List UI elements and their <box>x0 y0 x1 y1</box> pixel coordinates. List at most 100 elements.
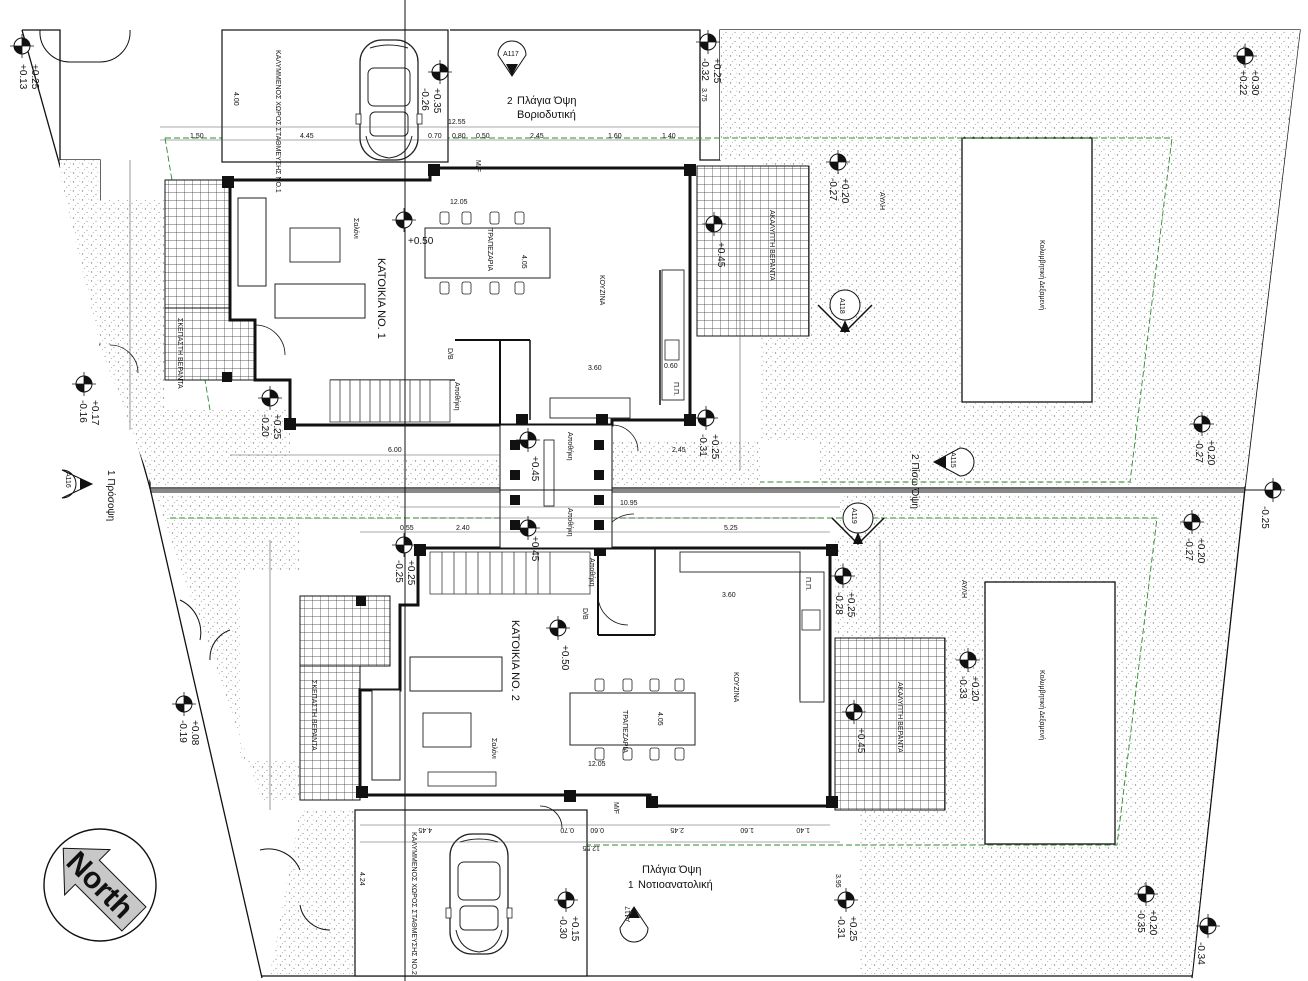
level-marker-10: +0.25-0.31 <box>693 405 720 460</box>
level-marker-19: +0.20-0.33 <box>955 647 981 702</box>
house-2 <box>299 513 946 829</box>
north-arrow: North <box>43 828 157 942</box>
svg-text:-0.31: -0.31 <box>697 434 708 457</box>
house-2-title: ΚΑΤΟΙΚΙΑ ΝΟ. 2 <box>509 620 521 701</box>
house-2-storage-b: Αποθήκη <box>588 558 595 587</box>
section-marker-a118: A118 <box>817 289 873 334</box>
level-marker-1: +0.25+0.13 <box>9 33 40 90</box>
level-marker-25: -0.34 <box>1195 913 1221 965</box>
house-1-salon: Σαλόνι <box>352 218 360 239</box>
svg-text:A118: A118 <box>838 298 845 314</box>
dim-side-2: 3.75 <box>700 88 707 102</box>
dim-top-6: 0.50 <box>476 133 490 140</box>
svg-text:+0.13: +0.13 <box>17 64 28 90</box>
svg-text:-0.27: -0.27 <box>1193 440 1204 463</box>
svg-text:+0.25: +0.25 <box>709 434 720 460</box>
house-1-dining: ΤΡΑΠΕΖΑΡΙΑ <box>486 228 493 271</box>
svg-text:-0.32: -0.32 <box>699 58 710 81</box>
svg-text:+0.25: +0.25 <box>405 560 416 586</box>
level-marker-6: +0.45 <box>701 211 727 268</box>
house-2-mf: M/F <box>612 802 619 814</box>
gate-bottom <box>179 599 331 931</box>
svg-text:+0.17: +0.17 <box>89 400 100 426</box>
parking-2 <box>354 809 588 977</box>
svg-text:+0.20: +0.20 <box>1205 440 1216 466</box>
svg-text:+0.45: +0.45 <box>855 728 866 754</box>
svg-text:Νοτιοανατολική: Νοτιοανατολική <box>638 879 713 891</box>
svg-text:Βοριοδυτική: Βοριοδυτική <box>517 109 576 121</box>
svg-text:-0.27: -0.27 <box>827 178 838 201</box>
house-2-pp: Π.Π. <box>804 577 811 591</box>
dim-misc-1: 6.00 <box>388 447 402 454</box>
house-2-dim-width: 12.05 <box>588 761 606 768</box>
svg-text:-0.31: -0.31 <box>835 916 846 939</box>
level-marker-16: +0.20-0.27 <box>1179 509 1206 564</box>
level-marker-14: +0.45 <box>515 515 541 562</box>
house-2-kitchen: ΚΟΥΖΙΝΑ <box>732 672 739 703</box>
section-marker-a117-bottom: A117 Πλάγια Όψη 1 Νοτιοανατολική <box>619 864 713 943</box>
dim-mid-4: 0.55 <box>400 525 414 532</box>
svg-text:-0.16: -0.16 <box>77 400 88 423</box>
pool-1 <box>961 137 1093 403</box>
svg-text:+0.50: +0.50 <box>559 645 570 671</box>
section-marker-a115: A115 2 Πίσω Όψη <box>909 447 975 509</box>
house-2-parking: ΚΑΛΥΜΜΕΝΟΣ ΧΩΡΟΣ ΣΤΑΘΜΕΥΣΗΣ ΝΟ.2 <box>410 832 417 975</box>
dim-misc-3: 0.60 <box>664 363 678 370</box>
dim-top-9: 1.40 <box>662 133 676 140</box>
dim-mid-3: 5.25 <box>724 525 738 532</box>
level-marker-4: +0.30+0.22 <box>1232 43 1260 96</box>
svg-text:A115: A115 <box>949 452 956 468</box>
dim-bot-1: 4.45 <box>418 826 432 833</box>
dim-top-5: 0.80 <box>452 133 466 140</box>
level-marker-5: +0.50 <box>391 207 434 247</box>
svg-text:-0.30: -0.30 <box>557 916 568 939</box>
dim-misc-2: 2.45 <box>672 447 686 454</box>
svg-text:-0.28: -0.28 <box>833 592 844 615</box>
level-marker-7: +0.20-0.27 <box>825 149 851 204</box>
svg-text:1 Πρόσοψη: 1 Πρόσοψη <box>105 470 117 521</box>
dim-bot-5: 1.60 <box>740 826 754 833</box>
gate-top <box>39 29 131 63</box>
level-marker-9: +0.25-0.20 <box>257 385 283 440</box>
svg-text:+0.20: +0.20 <box>969 676 980 702</box>
level-marker-15: +0.25-0.25 <box>391 532 417 586</box>
house-1-veranda-right: ΑΚΑΛΥΠΤΗ ΒΕΡΑΝΤΑ <box>768 210 775 281</box>
svg-text:+0.45: +0.45 <box>529 456 540 482</box>
pool-2 <box>984 581 1116 845</box>
dim-mid-2: 2.40 <box>456 525 470 532</box>
svg-text:-0.20: -0.20 <box>259 414 270 437</box>
dim-bot-3: 0.60 <box>590 826 604 833</box>
level-marker-23: +0.25-0.31 <box>833 887 859 942</box>
svg-text:-0.26: -0.26 <box>419 88 430 111</box>
house-2-dim-depth: 4.05 <box>656 712 663 726</box>
svg-text:A119: A119 <box>850 508 857 524</box>
house-1-title: ΚΑΤΟΙΚΙΑ ΝΟ. 1 <box>375 258 387 339</box>
house-2-storage-a: Αποθήκη <box>566 508 573 537</box>
house-1-dim-kitchen: 3.60 <box>588 365 602 372</box>
dim-bot-2: 0.70 <box>560 826 574 833</box>
house-2-pool: Κολυμβητική Δεξαμενή <box>1038 670 1045 740</box>
dim-mid-1: 10.95 <box>620 500 638 507</box>
level-marker-18: +0.50 <box>545 615 571 671</box>
house-1-mf: M/F <box>474 160 481 172</box>
svg-text:+0.20: +0.20 <box>1195 538 1206 564</box>
svg-text:+0.30: +0.30 <box>1249 70 1260 96</box>
level-marker-22: +0.15-0.30 <box>553 887 580 942</box>
dim-top-2: 1.50 <box>190 133 204 140</box>
section-marker-a116: A116 1 Πρόσοψη <box>61 469 117 521</box>
dim-bot-6: 1.40 <box>796 826 810 833</box>
svg-text:2 Πίσω Όψη: 2 Πίσω Όψη <box>909 454 921 509</box>
svg-text:+0.45: +0.45 <box>529 536 540 562</box>
svg-text:-0.25: -0.25 <box>393 560 404 583</box>
house-1-kitchen: ΚΟΥΖΙΝΑ <box>598 275 605 306</box>
svg-text:-0.27: -0.27 <box>1183 538 1194 561</box>
svg-text:+0.22: +0.22 <box>1237 70 1248 96</box>
house-1-storage-a: Αποθήκη <box>453 382 460 411</box>
dim-top-4: 0.70 <box>428 133 442 140</box>
section-marker-a119: A119 <box>831 502 885 546</box>
svg-text:+0.20: +0.20 <box>1147 910 1158 936</box>
house-2-veranda-left: ΣΚΕΠΑΣΤΗ ΒΕΡΑΝΤΑ <box>310 680 317 751</box>
house-1-parking: ΚΑΛΥΜΜΕΝΟΣ ΧΩΡΟΣ ΣΤΑΘΜΕΥΣΗΣ ΝΟ.1 <box>274 50 281 193</box>
house-2-dining: ΤΡΑΠΕΖΑΡΙΑ <box>621 710 628 753</box>
